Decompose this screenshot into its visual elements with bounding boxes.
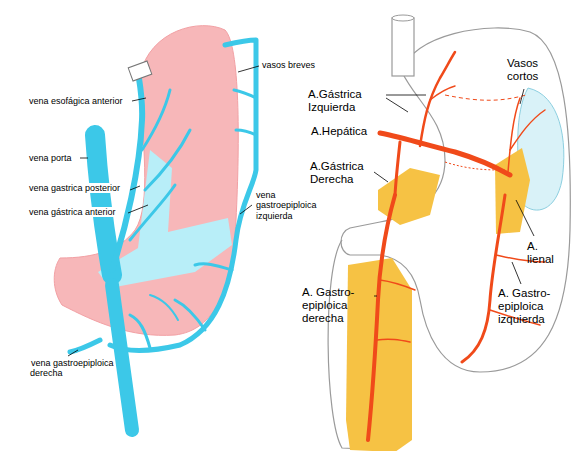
- illustration-line: [128, 205, 148, 213]
- anatomy-label: A. Gastro- epiploica izquierda: [498, 287, 550, 325]
- anatomy-label: A. lienal: [527, 240, 554, 265]
- illustration-line: [130, 186, 140, 190]
- anatomy-label-box: vena porta: [28, 153, 88, 163]
- illustration-path: [510, 110, 545, 150]
- illustration-line: [520, 89, 524, 104]
- illustration-path: [234, 90, 256, 98]
- anatomy-label: vasos breves: [262, 60, 315, 70]
- illustration-rect: [392, 18, 414, 76]
- illustration-ellipse: [392, 15, 414, 21]
- illustration-path: [445, 95, 526, 100]
- illustration-path: [420, 52, 455, 146]
- anatomy-label: vena gastrica posterior: [28, 183, 121, 193]
- illustration-line: [386, 95, 426, 96]
- anatomy-label-box: A. Gastro- epiploica izquierda: [498, 287, 574, 327]
- anatomy-label: vena gastroepiploica izquierda: [256, 190, 317, 221]
- illustration-line: [374, 296, 377, 297]
- anatomy-label: A. Gastro- epiploica derecha: [302, 286, 354, 324]
- illustration-path: [236, 130, 256, 135]
- anatomy-label: A.Hepática: [311, 125, 367, 137]
- illustration-path: [195, 264, 232, 270]
- illustration-path: [95, 135, 112, 275]
- illustration-g: [374, 89, 534, 296]
- illustration-line: [68, 350, 78, 356]
- anatomy-label-box: vasos breves: [262, 60, 332, 70]
- stomach-arteries-figure: [328, 15, 570, 451]
- illustration-line: [240, 205, 252, 214]
- illustration-path: [70, 340, 100, 352]
- illustration-path: [110, 40, 256, 350]
- illustration-line: [80, 158, 88, 159]
- anatomy-label: vena esofágica anterior: [28, 96, 124, 106]
- illustration-path: [380, 280, 415, 290]
- anatomy-label: vena gástrica anterior: [28, 207, 117, 217]
- anatomy-label-box: vena esofágica anterior: [28, 96, 138, 106]
- illustration-g: [368, 52, 545, 440]
- anatomy-label-box: A.Hepática: [311, 125, 381, 138]
- illustration-line: [512, 262, 521, 284]
- illustration-path: [377, 339, 410, 342]
- illustration-path: [462, 195, 505, 362]
- anatomy-label: Vasos cortos: [507, 57, 538, 82]
- illustration-line: [386, 98, 408, 112]
- illustration-path: [430, 86, 455, 100]
- illustration-path: [395, 142, 400, 195]
- illustration-path: [175, 300, 205, 330]
- illustration-path: [130, 185, 175, 240]
- anatomy-label: A.Gástrica Izquierda: [308, 88, 362, 113]
- illustration-line: [516, 200, 534, 236]
- anatomy-label-box: vena gástrica anterior: [28, 207, 138, 217]
- anatomy-label-box: vena gastroepiploica izquierda: [256, 190, 328, 221]
- illustration-path: [368, 195, 395, 440]
- illustration-path: [112, 285, 132, 430]
- illustration-path: [378, 168, 440, 225]
- illustration-line: [238, 66, 259, 72]
- anatomy-label-box: A. Gastro- epiploica derecha: [302, 286, 372, 326]
- stomach-veins-figure: [54, 26, 259, 430]
- illustration-path: [142, 90, 170, 150]
- illustration-path: [150, 295, 178, 320]
- anatomy-label-box: Vasos cortos: [507, 57, 555, 83]
- anatomy-label: A.Gástrica Derecha: [310, 160, 364, 185]
- illustration-path: [145, 130, 190, 190]
- illustration-rect: [128, 61, 152, 81]
- anatomy-label-box: A.Gástrica Izquierda: [308, 88, 384, 114]
- anatomy-label-box: A.Gástrica Derecha: [310, 160, 374, 186]
- anatomy-label-box: vena gastrica posterior: [28, 183, 138, 193]
- illustration-path: [508, 98, 520, 172]
- illustration-path: [54, 26, 238, 336]
- anatomy-label-box: vena gastroepiploica derecha: [30, 358, 130, 379]
- illustration-line: [374, 172, 388, 182]
- anatomy-label-box: A. lienal: [527, 240, 563, 266]
- illustration-path: [130, 315, 150, 348]
- anatomy-label: vena porta: [28, 153, 73, 163]
- illustration-line: [132, 98, 146, 101]
- anatomy-label: vena gastroepiploica derecha: [30, 358, 114, 378]
